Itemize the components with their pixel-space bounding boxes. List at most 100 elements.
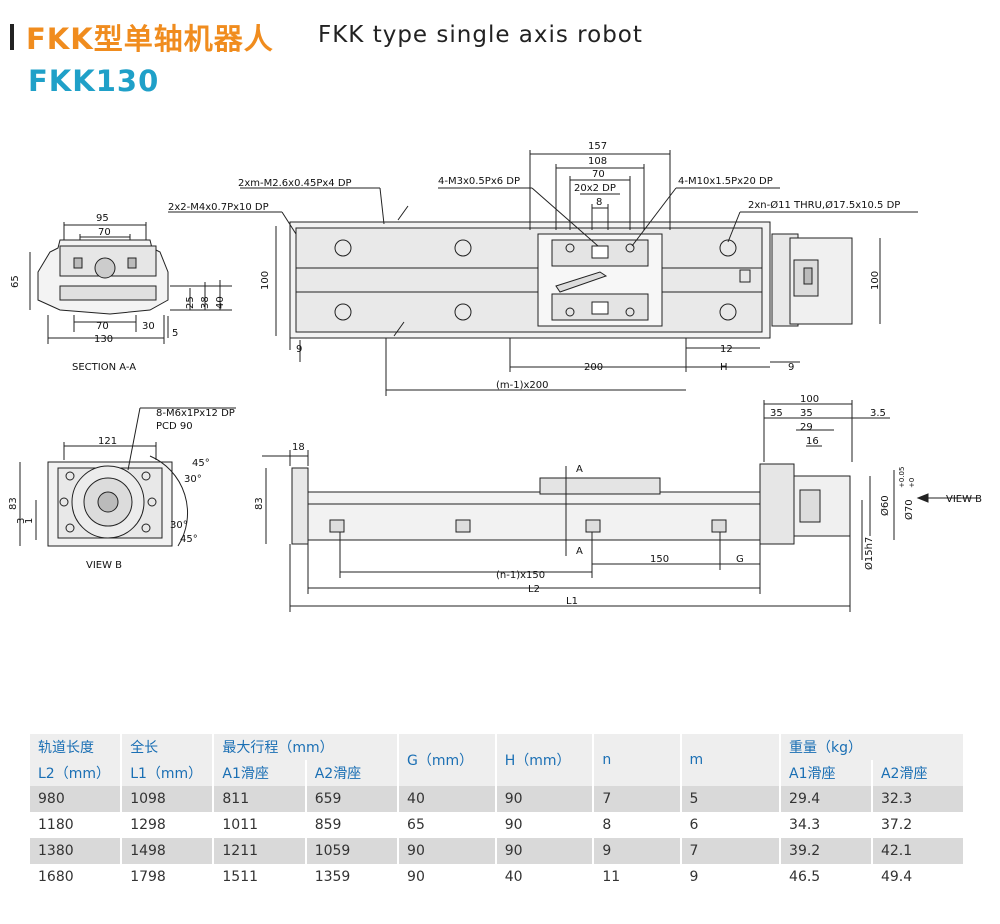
dim-30: 30 bbox=[142, 321, 155, 332]
cell-g: 65 bbox=[398, 812, 497, 838]
header-h: H（mm） bbox=[495, 734, 595, 786]
header-l1-unit: L1（mm） bbox=[121, 760, 215, 786]
cell-stroke-a2: 1359 bbox=[305, 864, 400, 890]
note-pcd: PCD 90 bbox=[156, 421, 193, 432]
spec-table: 轨道长度 全长 最大行程（mm） G（mm） H（mm） n m 重量（kg） … bbox=[30, 734, 966, 890]
dim-l1: L1 bbox=[566, 596, 578, 607]
dim-157: 157 bbox=[588, 141, 607, 152]
dim-dia-60: Ø60 bbox=[879, 495, 891, 516]
cell-h: 40 bbox=[495, 864, 595, 890]
page-title-cn: FKK型单轴机器人 bbox=[26, 22, 274, 56]
angle-45-bottom: 45° bbox=[180, 534, 198, 545]
dim-l2: L2 bbox=[528, 584, 540, 595]
dim-29: 29 bbox=[800, 422, 813, 433]
table-header-row-2: L2（mm） L1（mm） A1滑座 A2滑座 A1滑座 A2滑座 bbox=[30, 760, 966, 786]
dim-1: 1 bbox=[24, 518, 35, 524]
note-thru-hole: 2xn-Ø11 THRU,Ø17.5x10.5 DP bbox=[748, 199, 900, 211]
cell-weight-a2: 37.2 bbox=[871, 812, 966, 838]
dim-h: H bbox=[720, 362, 728, 373]
dim-150: 150 bbox=[650, 554, 669, 565]
dim-65: 65 bbox=[10, 275, 21, 288]
title-accent-bar bbox=[10, 24, 14, 50]
cell-m: 6 bbox=[680, 812, 782, 838]
cell-l2: 1380 bbox=[30, 838, 123, 864]
header-weight-cn: 重量（kg） bbox=[780, 734, 965, 760]
cell-g: 90 bbox=[398, 838, 497, 864]
cell-weight-a2: 42.1 bbox=[871, 838, 966, 864]
table-row: 1380 1498 1211 1059 90 90 9 7 39.2 42.1 bbox=[30, 838, 966, 864]
cell-weight-a1: 39.2 bbox=[780, 838, 873, 864]
dim-108: 108 bbox=[588, 156, 607, 167]
dim-dia-15h7: Ø15h7 bbox=[863, 537, 875, 570]
cell-m: 9 bbox=[680, 864, 782, 890]
section-a-a-label: SECTION A-A bbox=[72, 362, 136, 373]
section-marker-a-bottom: A bbox=[576, 546, 583, 557]
cell-g: 40 bbox=[398, 786, 497, 812]
dim-12: 12 bbox=[720, 344, 733, 355]
note-m3: 4-M3x0.5Px6 DP bbox=[438, 176, 520, 187]
note-m2-6: 2xm-M2.6x0.45Px4 DP bbox=[238, 178, 352, 189]
dim-130: 130 bbox=[94, 334, 113, 345]
header-stroke-a2: A2滑座 bbox=[305, 760, 400, 786]
dim-70-slider: 70 bbox=[592, 169, 605, 180]
cell-m: 5 bbox=[680, 786, 782, 812]
cell-l2: 980 bbox=[30, 786, 123, 812]
tol-upper: +0.05 bbox=[898, 467, 906, 488]
dim-n-1-x150: (n-1)x150 bbox=[496, 570, 545, 581]
dim-8: 8 bbox=[596, 197, 602, 208]
side-elevation-view bbox=[262, 400, 980, 612]
cell-l1: 1298 bbox=[121, 812, 215, 838]
header-g: G（mm） bbox=[398, 734, 497, 786]
dim-100-left: 100 bbox=[260, 271, 271, 290]
angle-30-bottom: 30° bbox=[170, 520, 188, 531]
header-weight-a2: A2滑座 bbox=[871, 760, 966, 786]
dim-83-view-b: 83 bbox=[8, 497, 19, 510]
dim-g: G bbox=[736, 554, 744, 565]
cell-l2: 1180 bbox=[30, 812, 123, 838]
dim-18: 18 bbox=[292, 442, 305, 453]
dim-100-right: 100 bbox=[870, 271, 881, 290]
tol-lower: +0 bbox=[908, 478, 916, 488]
dim-100-motor: 100 bbox=[800, 394, 819, 405]
cell-n: 9 bbox=[593, 838, 682, 864]
dim-dia-70: Ø70 bbox=[903, 499, 915, 520]
header-n: n bbox=[593, 734, 682, 786]
dim-38: 38 bbox=[200, 296, 211, 309]
note-m4: 2x2-M4x0.7Px10 DP bbox=[168, 202, 269, 213]
cell-n: 11 bbox=[593, 864, 682, 890]
header-weight-a1: A1滑座 bbox=[780, 760, 873, 786]
dim-m-1-x200: (m-1)x200 bbox=[496, 380, 549, 391]
dim-121: 121 bbox=[98, 436, 117, 447]
table-row: 980 1098 811 659 40 90 7 5 29.4 32.3 bbox=[30, 786, 966, 812]
cell-l1: 1798 bbox=[121, 864, 215, 890]
dim-3-5: 3.5 bbox=[870, 408, 886, 419]
cell-n: 8 bbox=[593, 812, 682, 838]
cell-stroke-a1: 811 bbox=[213, 786, 307, 812]
header-l2-cn: 轨道长度 bbox=[30, 734, 123, 760]
dim-35-b: 35 bbox=[800, 408, 813, 419]
cell-stroke-a2: 859 bbox=[305, 812, 400, 838]
cell-g: 90 bbox=[398, 864, 497, 890]
dim-25: 25 bbox=[185, 296, 196, 309]
section-a-a-view bbox=[29, 222, 232, 344]
page-title-en: FKK type single axis robot bbox=[318, 22, 643, 48]
header-stroke-a1: A1滑座 bbox=[213, 760, 307, 786]
cell-weight-a1: 34.3 bbox=[780, 812, 873, 838]
cell-n: 7 bbox=[593, 786, 682, 812]
header-l2-unit: L2（mm） bbox=[30, 760, 123, 786]
section-marker-a-top: A bbox=[576, 464, 583, 475]
cell-stroke-a1: 1211 bbox=[213, 838, 307, 864]
header-l1-cn: 全长 bbox=[121, 734, 215, 760]
dim-40: 40 bbox=[215, 296, 226, 309]
dim-16: 16 bbox=[806, 436, 819, 447]
table-header-row-1: 轨道长度 全长 最大行程（mm） G（mm） H（mm） n m 重量（kg） bbox=[30, 734, 965, 786]
cell-stroke-a2: 659 bbox=[305, 786, 400, 812]
cell-stroke-a1: 1011 bbox=[213, 812, 307, 838]
header-stroke-cn: 最大行程（mm） bbox=[213, 734, 400, 760]
view-b-arrow-label: VIEW B bbox=[946, 494, 982, 505]
cell-l1: 1098 bbox=[121, 786, 215, 812]
cell-l1: 1498 bbox=[121, 838, 215, 864]
cell-stroke-a2: 1059 bbox=[305, 838, 400, 864]
dim-70-top: 70 bbox=[98, 227, 111, 238]
cell-h: 90 bbox=[495, 812, 595, 838]
